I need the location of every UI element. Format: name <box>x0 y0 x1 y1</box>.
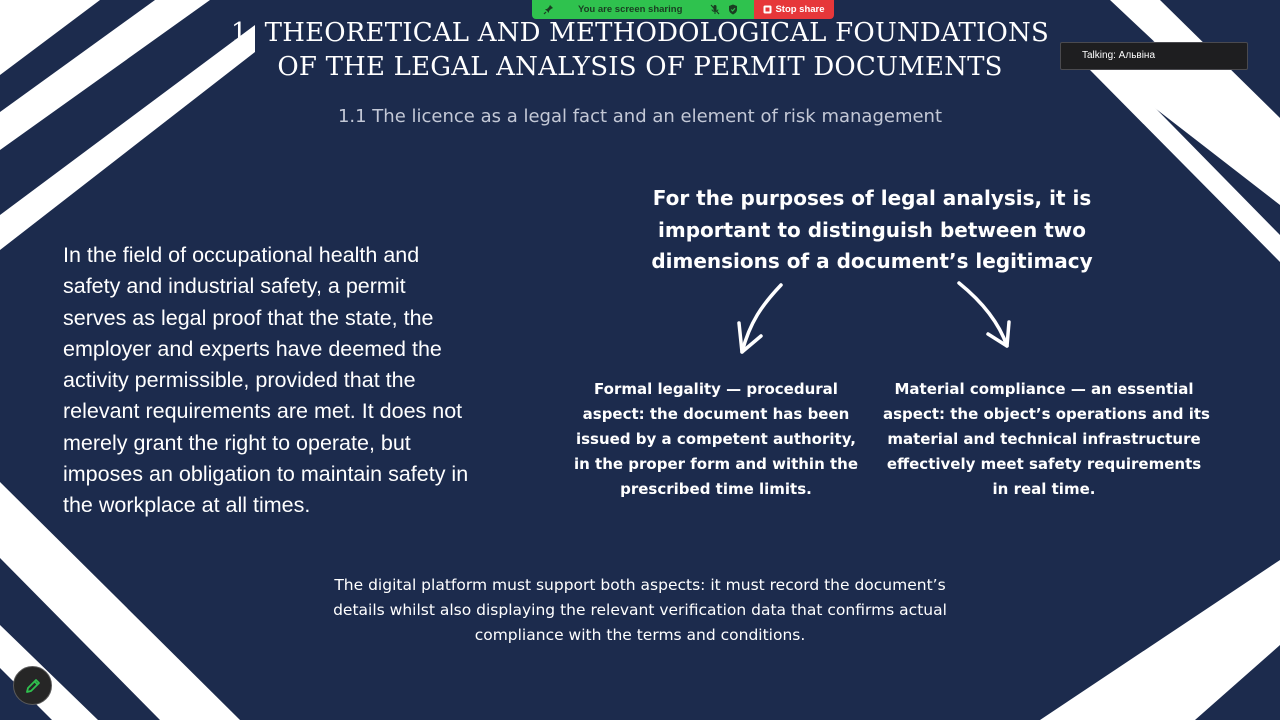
bottom-paragraph-line: The digital platform must support both a… <box>334 576 946 594</box>
arrow-right-head <box>986 320 1011 348</box>
left-paragraph-line: the workplace at all times. <box>63 493 311 518</box>
stripe-bottom-left-2 <box>0 625 98 720</box>
heading-line: For the purposes of legal analysis, it i… <box>652 186 1092 210</box>
material-compliance-line: Material compliance — an essential <box>894 380 1194 398</box>
stripe-top-left-2 <box>0 0 210 150</box>
heading-line: dimensions of a document’s legitimacy <box>651 249 1093 273</box>
stripe-top-right-3 <box>1090 70 1280 262</box>
stripe-bottom-right-1 <box>1040 560 1280 720</box>
annotation-pen-button[interactable] <box>13 666 52 705</box>
formal-legality-line: issued by a competent authority, <box>575 430 857 448</box>
legitimacy-heading: For the purposes of legal analysis, it i… <box>630 183 1114 278</box>
slide-title-line: OF THE LEGAL ANALYSIS OF PERMIT DOCUMENT… <box>277 52 1003 82</box>
heading-line: important to distinguish between two <box>658 217 1086 242</box>
left-paragraph: In the field of occupational health and … <box>63 240 523 522</box>
material-compliance-line: aspect: the object’s operations and its <box>883 405 1210 423</box>
screen-sharing-label: You are screen sharing <box>578 4 683 15</box>
pin-icon[interactable] <box>543 4 554 15</box>
formal-legality-block: Formal legality — procedural aspect: the… <box>566 377 866 502</box>
formal-legality-line: aspect: the document has been <box>582 405 850 423</box>
arrow-left <box>740 283 783 354</box>
left-paragraph-line: merely grant the right to operate, but <box>63 430 411 455</box>
screen-share-bar: You are screen sharing Stop share <box>532 0 834 19</box>
left-paragraph-line: serves as legal proof that the state, th… <box>63 305 434 330</box>
left-paragraph-line: safety and industrial safety, a permit <box>63 274 406 299</box>
stop-share-button[interactable]: Stop share <box>754 0 834 19</box>
arrow-right <box>957 281 1009 348</box>
stop-share-label: Stop share <box>775 4 825 15</box>
mic-off-icon[interactable] <box>710 4 720 15</box>
formal-legality-line: Formal legality — procedural <box>594 380 838 398</box>
stripe-bottom-left-1 <box>0 482 240 720</box>
material-compliance-block: Material compliance — an essential aspec… <box>883 377 1210 502</box>
stripe-top-left-3 <box>0 25 255 250</box>
arrow-left-head <box>737 321 763 354</box>
material-compliance-line: material and technical infrastructure <box>887 430 1201 448</box>
talking-indicator: Talking: Альвіна <box>1060 42 1248 70</box>
bottom-paragraph: The digital platform must support both a… <box>0 573 1280 648</box>
bottom-paragraph-line: details whilst also displaying the relev… <box>333 601 947 619</box>
left-paragraph-line: activity permissible, provided that the <box>63 368 416 393</box>
left-paragraph-line: employer and experts have deemed the <box>63 336 442 361</box>
material-compliance-line: effectively meet safety requirements <box>886 455 1202 473</box>
stripe-top-right-2 <box>1080 40 1280 205</box>
slide-title-line: 1. THEORETICAL AND METHODOLOGICAL FOUNDA… <box>230 18 1049 48</box>
slide-title: 1. THEORETICAL AND METHODOLOGICAL FOUNDA… <box>0 16 1280 84</box>
stripe-top-left-1 <box>0 0 100 75</box>
screen-share-status: You are screen sharing <box>532 0 754 19</box>
formal-legality-line: in the proper form and within the <box>573 455 858 473</box>
left-paragraph-line: In the field of occupational health and <box>63 243 420 267</box>
bottom-paragraph-line: compliance with the terms and conditions… <box>474 626 806 644</box>
stop-square-icon <box>763 5 772 14</box>
left-paragraph-line: relevant requirements are met. It does n… <box>63 399 463 424</box>
shield-icon[interactable] <box>728 4 738 15</box>
pen-icon <box>23 676 43 696</box>
slide-subtitle: 1.1 The licence as a legal fact and an e… <box>337 106 943 127</box>
left-paragraph-line: imposes an obligation to maintain safety… <box>63 462 469 487</box>
formal-legality-line: prescribed time limits. <box>620 480 812 498</box>
material-compliance-line: in real time. <box>992 480 1096 498</box>
